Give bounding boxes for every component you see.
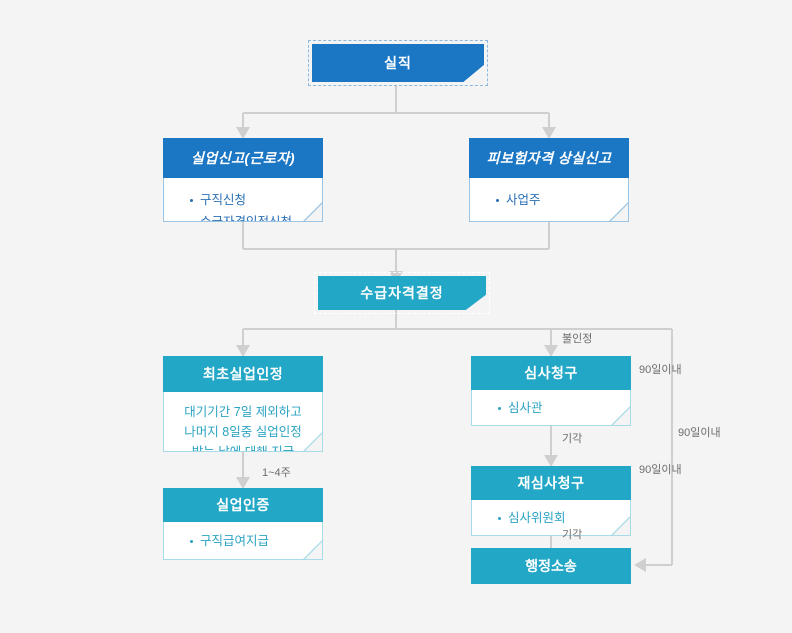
list-item-label: 심사관: [508, 401, 543, 415]
node-unemployment-certification-body: 구직급여지급: [163, 522, 323, 560]
node-administrative-litigation-label: 행정소송: [525, 558, 577, 574]
paragraph-line: 대기기간 7일 제외하고: [184, 405, 302, 419]
edge-label-within-90-days-3: 90일이내: [639, 464, 682, 476]
corner-notch-icon: [611, 516, 630, 535]
node-unemployment-label: 실직: [312, 44, 484, 82]
list-item-label: 구직급여지급: [200, 534, 270, 548]
node-unemployment[interactable]: 실직: [308, 40, 488, 86]
list-item-label: 수급자격인정신청: [200, 215, 293, 222]
paragraph-line: 받는 날에 대해 지급: [191, 445, 295, 452]
list-item-label: 심사위원회: [508, 511, 566, 525]
node-unemployment-report[interactable]: 실업신고(근로자) 구직신청 수급자격인정신청: [163, 138, 323, 222]
node-unemployment-report-body: 구직신청 수급자격인정신청: [163, 178, 323, 222]
node-unemployment-report-header: 실업신고(근로자): [163, 138, 323, 178]
list-item: 심사위원회: [498, 508, 630, 528]
edge-label-not-recognized: 불인정: [562, 333, 593, 345]
list-item: 수급자격인정신청: [190, 212, 322, 222]
corner-notch-icon: [303, 202, 322, 221]
list-item: 사업주: [496, 190, 628, 210]
node-eligibility-decision[interactable]: 수급자격결정: [314, 272, 490, 314]
bullet-dot-icon: [498, 406, 501, 410]
node-reexamination-request[interactable]: 재심사청구 심사위원회: [471, 466, 631, 536]
node-first-recognition-header: 최초실업인정: [163, 356, 323, 392]
bullet-dot-icon: [498, 516, 501, 520]
bullet-dot-icon: [496, 198, 499, 202]
node-unemployment-certification[interactable]: 실업인증 구직급여지급: [163, 488, 323, 560]
corner-notch-icon: [609, 202, 628, 221]
node-insured-loss-report-header: 피보험자격 상실신고: [469, 138, 629, 178]
node-reexamination-request-body: 심사위원회: [471, 500, 631, 536]
node-eligibility-decision-label: 수급자격결정: [318, 276, 486, 310]
node-unemployment-certification-header: 실업인증: [163, 488, 323, 522]
corner-notch-icon: [303, 540, 322, 559]
edge-label-dismissed-2: 기각: [562, 529, 583, 541]
node-review-request-header: 심사청구: [471, 356, 631, 390]
bullet-dot-icon: [190, 539, 193, 543]
list-item: 구직급여지급: [190, 531, 322, 551]
paragraph-line: 나머지 8일중 실업인정: [184, 425, 302, 439]
node-first-recognition-body: 대기기간 7일 제외하고 나머지 8일중 실업인정 받는 날에 대해 지급: [163, 392, 323, 452]
corner-notch-icon: [611, 406, 630, 425]
node-review-request-body: 심사관: [471, 390, 631, 426]
node-reexamination-request-header: 재심사청구: [471, 466, 631, 500]
list-item-label: 사업주: [506, 193, 541, 207]
list-item-label: 구직신청: [200, 193, 247, 207]
list-item: 심사관: [498, 398, 630, 418]
banner-dashed-outline: [314, 272, 490, 314]
list-item: 구직신청: [190, 190, 322, 210]
edge-label-dismissed-1: 기각: [562, 433, 583, 445]
node-first-recognition[interactable]: 최초실업인정 대기기간 7일 제외하고 나머지 8일중 실업인정 받는 날에 대…: [163, 356, 323, 452]
node-insured-loss-report-body: 사업주: [469, 178, 629, 222]
edge-label-within-90-days-2: 90일이내: [678, 427, 721, 439]
banner-dashed-outline: [308, 40, 488, 86]
corner-notch-icon: [303, 432, 322, 451]
bullet-dot-icon: [190, 220, 193, 221]
edge-label-one-to-four-weeks: 1~4주: [262, 467, 291, 479]
bullet-dot-icon: [190, 198, 193, 202]
node-review-request[interactable]: 심사청구 심사관: [471, 356, 631, 426]
edge-label-within-90-days-1: 90일이내: [639, 364, 682, 376]
node-administrative-litigation[interactable]: 행정소송: [471, 548, 631, 584]
node-insured-loss-report[interactable]: 피보험자격 상실신고 사업주: [469, 138, 629, 222]
